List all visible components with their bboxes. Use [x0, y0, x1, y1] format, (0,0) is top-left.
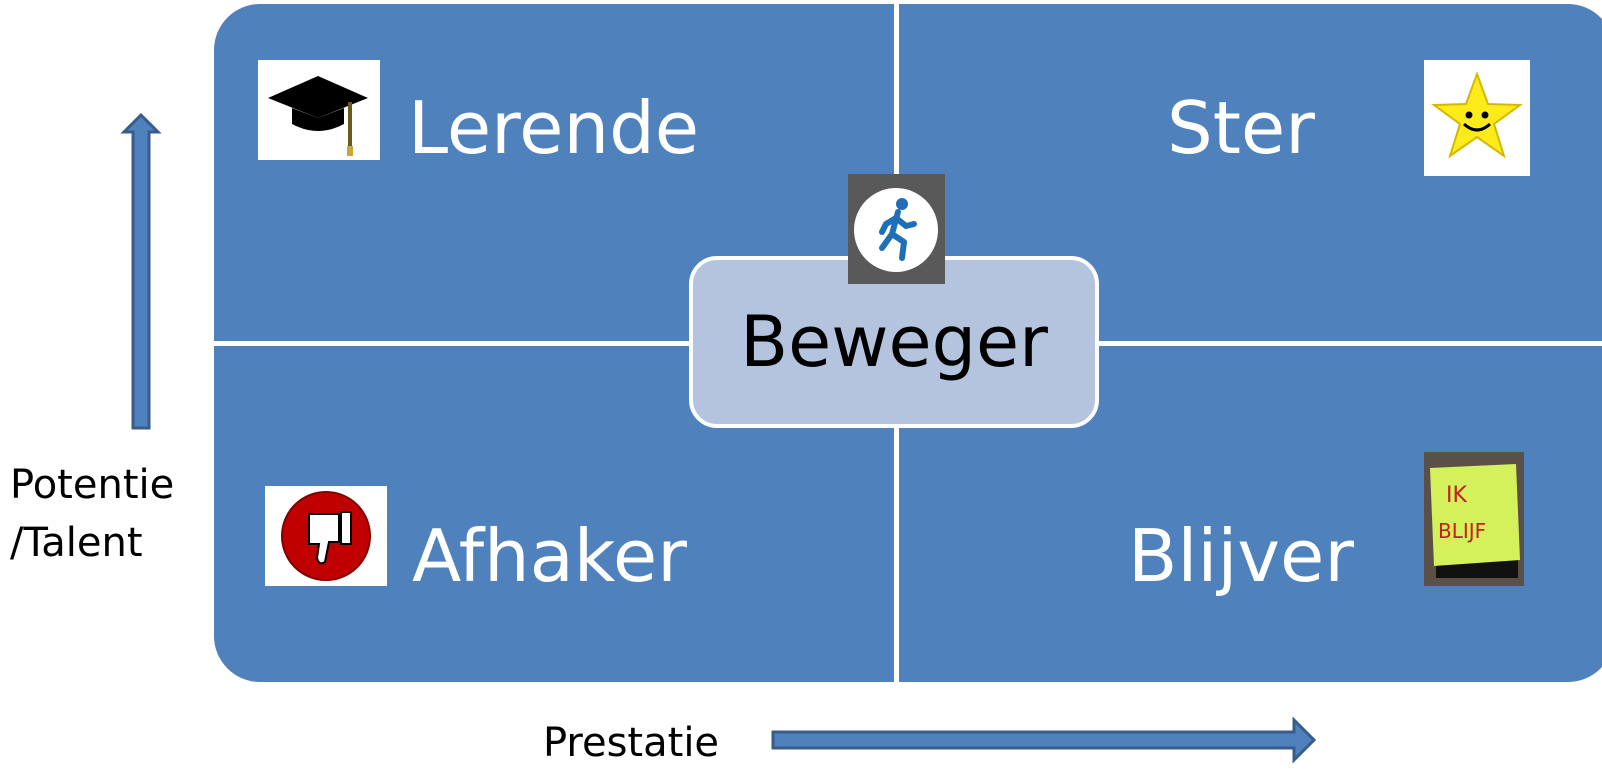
graduation-cap-icon [258, 60, 380, 160]
thumbs-down-icon [265, 486, 387, 586]
center-label-beweger: Beweger [740, 301, 1048, 383]
center-box: Beweger [689, 256, 1099, 428]
quadrant-label-lerende: Lerende [408, 86, 700, 170]
sticky-note-line1: IK [1446, 483, 1467, 508]
y-axis-label: Potentie /Talent [10, 456, 174, 572]
y-axis-arrow [120, 112, 162, 430]
y-axis-label-line2: /Talent [10, 520, 143, 566]
quadrant-label-ster: Ster [1167, 86, 1315, 170]
smiling-star-icon [1424, 60, 1530, 176]
sticky-note-icon: IK BLIJF [1424, 452, 1524, 586]
running-person-icon [848, 174, 945, 284]
y-axis-label-line1: Potentie [10, 462, 175, 508]
x-axis-arrow [771, 716, 1317, 764]
quadrant-label-afhaker: Afhaker [412, 514, 687, 598]
sticky-note-line2: BLIJF [1438, 519, 1486, 543]
x-axis-label: Prestatie [543, 720, 720, 766]
quadrant-label-blijver: Blijver [1128, 514, 1354, 598]
talent-matrix: Lerende Ster Afhaker Blijver IK BLIJF [214, 4, 1602, 682]
